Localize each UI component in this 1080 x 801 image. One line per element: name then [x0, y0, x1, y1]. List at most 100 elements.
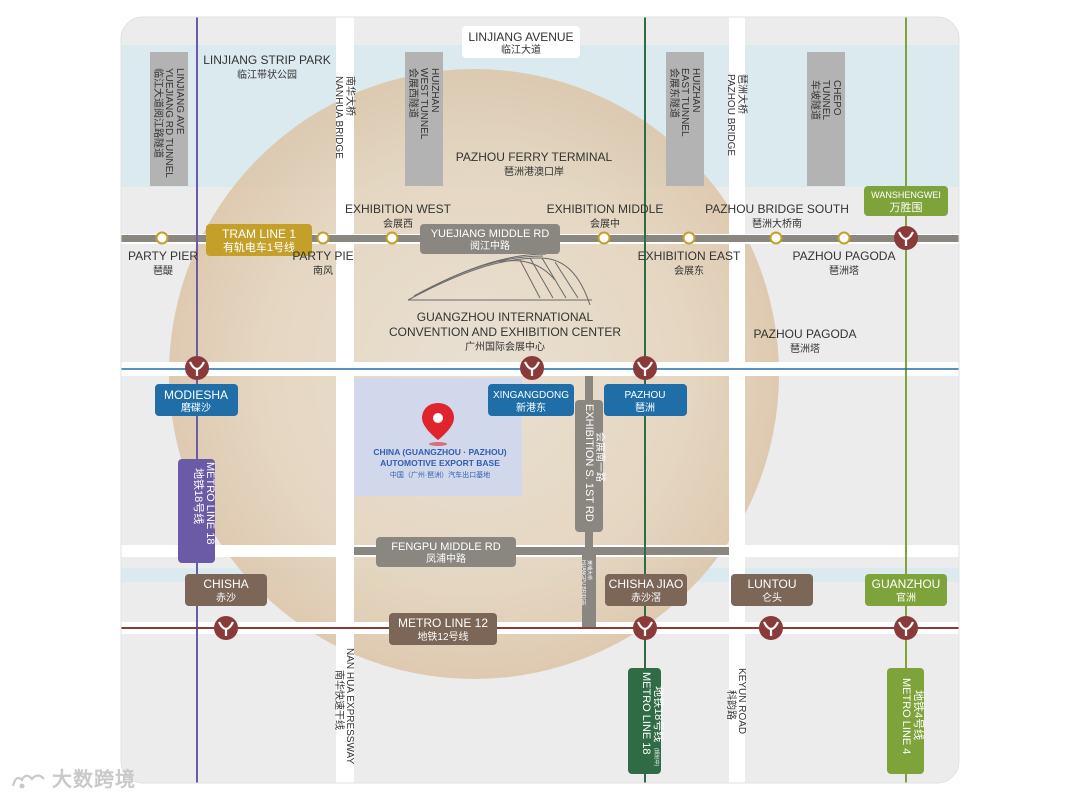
park-label: LINJIANG STRIP PARK [203, 53, 331, 67]
pagoda-area-label: PAZHOU PAGODA [754, 327, 857, 341]
road-nanhua [336, 17, 354, 783]
metro18-east-badge [628, 668, 661, 774]
metro18-east-label: METRO LINE 18 [640, 672, 652, 755]
station-luntou-badge[interactable] [731, 574, 813, 606]
convention-center-label-1: GUANGZHOU INTERNATIONAL [417, 310, 594, 324]
export-base-zh: 中国（广州·琶洲）汽车出口基地 [390, 470, 490, 479]
tunnel-huizhan-east [666, 52, 704, 186]
svg-text:METRO LINE 18: METRO LINE 18 [640, 672, 652, 755]
station-chisha-badge[interactable] [185, 574, 267, 606]
metro18-east-zh: 地铁18号线 [652, 686, 666, 742]
svg-text:地铁4号线: 地铁4号线 [912, 690, 926, 740]
ferry-terminal-label: PAZHOU FERRY TERMINAL [456, 150, 613, 164]
convention-center-zh: 广州国际会展中心 [465, 340, 545, 353]
metro-icon-luntou[interactable] [759, 616, 783, 640]
svg-text:地铁18号线: 地铁18号线 [652, 686, 666, 742]
station-chisha-jiao-badge[interactable] [605, 574, 687, 606]
svg-text:WEST TUNNEL: WEST TUNNEL [418, 68, 429, 140]
svg-text:南华快速干线: 南华快速干线 [333, 670, 346, 730]
exhibition-east-zh: 会展东 [674, 264, 704, 277]
linjiang-avenue-box [462, 26, 580, 58]
exhibition-s1-road-badge [575, 400, 603, 532]
nanhua-bridge-label: 南华大桥 NANHUA BRIDGE [333, 76, 357, 159]
party-pier-label: PARTY PIER [128, 249, 198, 263]
party-pie-zh: 南风 [313, 264, 333, 277]
station-xingangdong-badge[interactable] [488, 384, 574, 416]
metro-icon-xingangdong[interactable] [520, 356, 544, 380]
tram-stop-exhibition-middle[interactable] [597, 231, 611, 245]
station-pazhou-badge[interactable] [604, 384, 687, 416]
yuejiang-road-label: YUEJIANG MIDDLE RD [431, 228, 550, 240]
exhibition-s1-road-label: EXHIBITION S. 1ST RD [583, 404, 595, 522]
tunnel-linjiang-label: LINJIANG AVE YUEJIANG RD TUNNEL 临江大道阅江路隧… [152, 68, 185, 178]
metro-icon-modiesha[interactable] [185, 356, 209, 380]
svg-text:METRO LINE 18: METRO LINE 18 [204, 462, 216, 545]
tunnel-chepo [807, 52, 845, 186]
pazhou-bridge-label: 琶洲大桥 PAZHOU BRIDGE [725, 74, 749, 156]
fengpu-road-badge [376, 537, 516, 567]
party-pie-label: PARTY PIE [292, 249, 353, 263]
tram-stop-exhibition-west[interactable] [385, 231, 399, 245]
svg-text:NANHUA BRIDGE: NANHUA BRIDGE [333, 76, 344, 159]
svg-text:METRO LINE 4: METRO LINE 4 [900, 678, 912, 754]
nanhua-expressway-label: NAN HUA EXPRESSWAY 南华快速干线 [333, 648, 355, 764]
tram-stop-party-pier[interactable] [155, 231, 169, 245]
watermark: 大数跨境 [10, 763, 136, 792]
tram-stop-exhibition-east[interactable] [682, 231, 696, 245]
svg-text:黄埔大桥: 黄埔大桥 [586, 560, 593, 580]
metro18-east-note: (规划中) [653, 748, 660, 767]
keyun-road-label: KEYUN ROAD 科韵路 [725, 668, 747, 734]
station-guanzhou-badge[interactable] [865, 574, 947, 606]
svg-text:科韵路: 科韵路 [725, 690, 738, 720]
metro-icon-wanshengwei[interactable] [894, 226, 918, 250]
tram-stop-pazhou-pagoda[interactable] [837, 231, 851, 245]
metro4-badge [887, 668, 924, 774]
tram-stop-party-pie[interactable] [316, 231, 330, 245]
exhibition-east-label: EXHIBITION EAST [638, 249, 741, 263]
yuejiang-road-zh: 阅江中路 [470, 239, 510, 252]
tram-line-zh: 有轨电车1号线 [223, 240, 295, 254]
pazhou-pagoda-stop-label: PAZHOU PAGODA [793, 249, 896, 263]
tram-stop-bridge-south[interactable] [769, 231, 783, 245]
bridge-south-label: PAZHOU BRIDGE SOUTH [705, 202, 849, 216]
metro18-west-label: 地铁18号线 [192, 468, 206, 524]
guanzhou-label: GUANZHOU [872, 577, 941, 591]
metro4-en: METRO LINE 4 [900, 678, 912, 754]
svg-text:琶洲大桥: 琶洲大桥 [736, 74, 749, 114]
pazhou-zh: 琶洲 [635, 402, 655, 414]
svg-text:HUIZHAN: HUIZHAN [429, 68, 440, 112]
metro12-label: METRO LINE 12 [398, 616, 488, 630]
station-modiesha-badge[interactable] [155, 384, 238, 416]
map-frame [120, 16, 960, 784]
metro-icon-guanzhou[interactable] [894, 616, 918, 640]
chisha-zh: 赤沙 [216, 592, 236, 604]
svg-text:HUANGPU BRIDGE: HUANGPU BRIDGE [580, 560, 586, 606]
chisha-jiao-zh: 赤沙滘 [631, 592, 661, 604]
svg-text:会展东隧道: 会展东隧道 [668, 68, 681, 118]
metro4-zh: 地铁4号线 [912, 690, 926, 740]
exhibition-middle-zh: 会展中 [590, 217, 620, 230]
svg-text:临江大道阅江路隧道: 临江大道阅江路隧道 [152, 68, 165, 158]
wanshengwei-badge[interactable] [864, 186, 948, 216]
ferry-terminal-zh: 琶洲港澳口岸 [504, 165, 564, 178]
xingangdong-zh: 新港东 [516, 401, 546, 414]
exhibition-s1-road-zh: 会展南一路 [594, 432, 607, 482]
wanshengwei-label: WANSHENGWEI [871, 190, 941, 200]
linjiang-avenue-zh: 临江大道 [501, 43, 541, 56]
tunnel-huizhan-west [405, 52, 443, 186]
svg-text:LINJIANG AVE: LINJIANG AVE [174, 68, 185, 135]
convention-center-icon [407, 253, 592, 306]
metro-icon-chisha-jiao[interactable] [633, 616, 657, 640]
svg-text:KEYUN ROAD: KEYUN ROAD [736, 668, 747, 734]
svg-text:会展西隧道: 会展西隧道 [407, 68, 420, 118]
metro-icon-pazhou[interactable] [633, 356, 657, 380]
wanshengwei-zh: 万胜围 [890, 200, 923, 214]
export-base-label-2: AUTOMOTIVE EXPORT BASE [380, 458, 500, 468]
svg-text:NAN HUA EXPRESSWAY: NAN HUA EXPRESSWAY [344, 648, 355, 764]
yuejiang-road-badge [420, 224, 560, 254]
metro-icon-chisha[interactable] [214, 616, 238, 640]
svg-text:(规划中): (规划中) [653, 748, 660, 767]
modiesha-zh: 磨碟沙 [181, 401, 211, 414]
svg-text:PAZHOU BRIDGE: PAZHOU BRIDGE [725, 74, 736, 156]
